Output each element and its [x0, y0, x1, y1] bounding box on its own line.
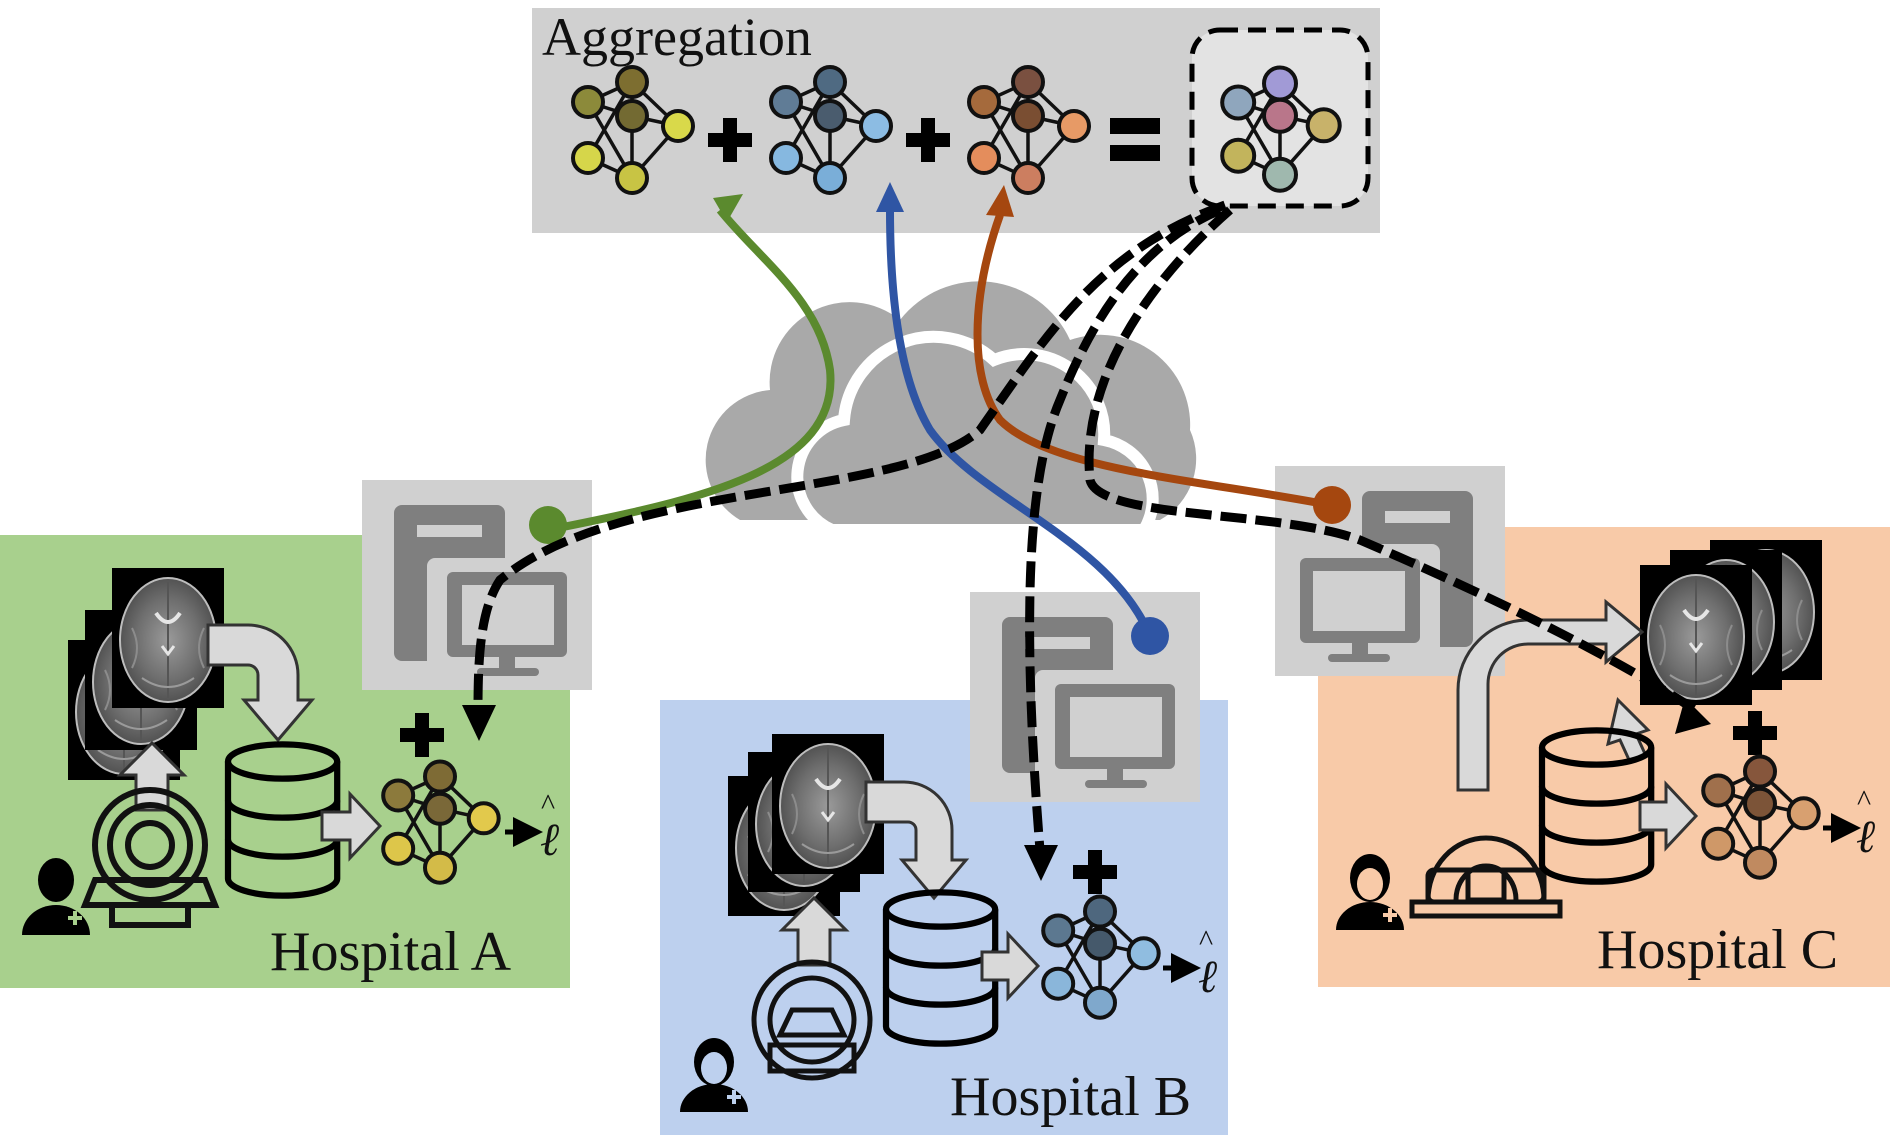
hospital-a-network-icon: [381, 759, 501, 885]
network-node: [1083, 894, 1117, 929]
network-node: [661, 109, 695, 143]
hospital-a-model-network-icon: [571, 65, 695, 195]
hospital-c-content: ℓ ^ Hospital C: [1336, 538, 1876, 981]
hospital-b-content: ℓ ^ Hospital B: [680, 732, 1218, 1128]
network-node: [1041, 966, 1076, 1001]
network-node: [967, 85, 1001, 119]
hospital-b-label: Hospital B: [950, 1066, 1191, 1128]
doctor-icon: [1336, 854, 1404, 930]
network-node: [1262, 65, 1298, 102]
network-node: [967, 141, 1001, 175]
mri-scanner-icon: [751, 959, 873, 1081]
hospital-a-output-lhat: ℓ: [540, 814, 560, 865]
network-node: [423, 850, 457, 885]
network-node: [1743, 845, 1777, 880]
network-node: [769, 141, 803, 175]
data-flow-arrow: [320, 790, 383, 862]
hospital-a-label: Hospital A: [270, 921, 512, 983]
hat-symbol: ^: [1199, 924, 1213, 957]
data-flow-arrow: [778, 895, 850, 967]
global-model-network-icon: [1220, 65, 1342, 193]
hospital-c-download-arrowhead: [1675, 698, 1711, 734]
hospital-c-output-lhat: ℓ: [1856, 811, 1876, 862]
hospital-a-upload-origin: [529, 506, 567, 544]
hospital-b-upload-arrowhead: [876, 182, 904, 212]
network-node: [615, 65, 649, 99]
mri-scanner-icon: [80, 787, 220, 928]
network-node: [1041, 913, 1076, 948]
data-flow-arrow: [206, 623, 316, 743]
hospital-a-download-arrow: [473, 200, 1227, 711]
network-node: [1701, 773, 1736, 808]
network-node: [859, 109, 893, 143]
network-node: [571, 141, 605, 175]
data-flow-arrow: [864, 780, 970, 901]
hospital-a-upload-arrowhead: [713, 194, 743, 222]
doctor-icon: [22, 858, 90, 935]
network-node: [1743, 754, 1777, 789]
hospital-b-download-arrowhead: [1024, 845, 1058, 881]
network-node: [1305, 107, 1342, 144]
aggregation-panel: Aggregation: [532, 7, 1380, 233]
equals-icon: [1110, 118, 1160, 161]
network-node: [1262, 97, 1298, 134]
network-node: [1083, 926, 1117, 961]
hospital-c-upload-arrowhead: [986, 185, 1014, 217]
doctor-icon: [680, 1038, 748, 1112]
hat-symbol: ^: [541, 788, 555, 821]
network-node: [615, 99, 649, 133]
network-node: [423, 791, 457, 826]
network-node: [1743, 786, 1777, 821]
network-node: [466, 801, 501, 836]
hospital-b-model-network-icon: [769, 65, 893, 195]
model-upload-flows: [529, 182, 1351, 655]
network-node: [1701, 826, 1736, 861]
hospital-b-output-lhat: ℓ: [1198, 951, 1218, 1002]
hospital-b-upload-origin: [1131, 617, 1169, 655]
aggregation-models: [571, 65, 1091, 195]
mri-scanner-icon: [1409, 835, 1563, 919]
data-flow-arrow: [980, 930, 1041, 1002]
hospital-a-download-arrowhead: [462, 705, 496, 741]
hospital-b-download-arrow: [1025, 205, 1222, 851]
network-node: [1011, 65, 1045, 99]
hospital-b-upload-arrow: [886, 209, 1154, 638]
data-flow-arrow: [1456, 598, 1645, 792]
aggregation-title: Aggregation: [542, 7, 812, 67]
network-node: [1126, 936, 1161, 971]
network-node: [1083, 985, 1117, 1020]
network-node: [1220, 137, 1257, 174]
cloud-icon: [705, 281, 1197, 536]
network-node: [769, 85, 803, 119]
hospital-c-network-icon: [1701, 754, 1821, 880]
hospital-c-label: Hospital C: [1597, 919, 1838, 981]
network-node: [1220, 84, 1257, 121]
network-node: [813, 65, 847, 99]
hospital-c-upload-origin: [1313, 486, 1351, 524]
network-node: [1011, 161, 1045, 195]
data-flow-arrow: [1638, 780, 1699, 852]
network-node: [813, 99, 847, 133]
hospital-b-network-icon: [1041, 894, 1161, 1020]
hospital-c-upload-arrow: [973, 213, 1331, 509]
network-node: [381, 831, 416, 866]
network-node: [381, 778, 416, 813]
hat-symbol: ^: [1857, 784, 1871, 817]
network-node: [423, 759, 457, 794]
network-node: [813, 161, 847, 195]
hospital-a-upload-arrow: [547, 207, 835, 534]
network-node: [1262, 156, 1298, 193]
hospital-b-computer-icon: [970, 592, 1200, 802]
model-download-flows: [473, 200, 1698, 851]
network-node: [1011, 99, 1045, 133]
hospital-c-model-network-icon: [967, 65, 1091, 195]
network-node: [1057, 109, 1091, 143]
network-node: [1786, 796, 1821, 831]
network-node: [571, 85, 605, 119]
hospital-c-download-arrow: [1084, 206, 1698, 714]
network-node: [615, 161, 649, 195]
hospital-a-content: ℓ ^ Hospital A: [22, 566, 560, 983]
download-arrowheads: [462, 698, 1711, 881]
